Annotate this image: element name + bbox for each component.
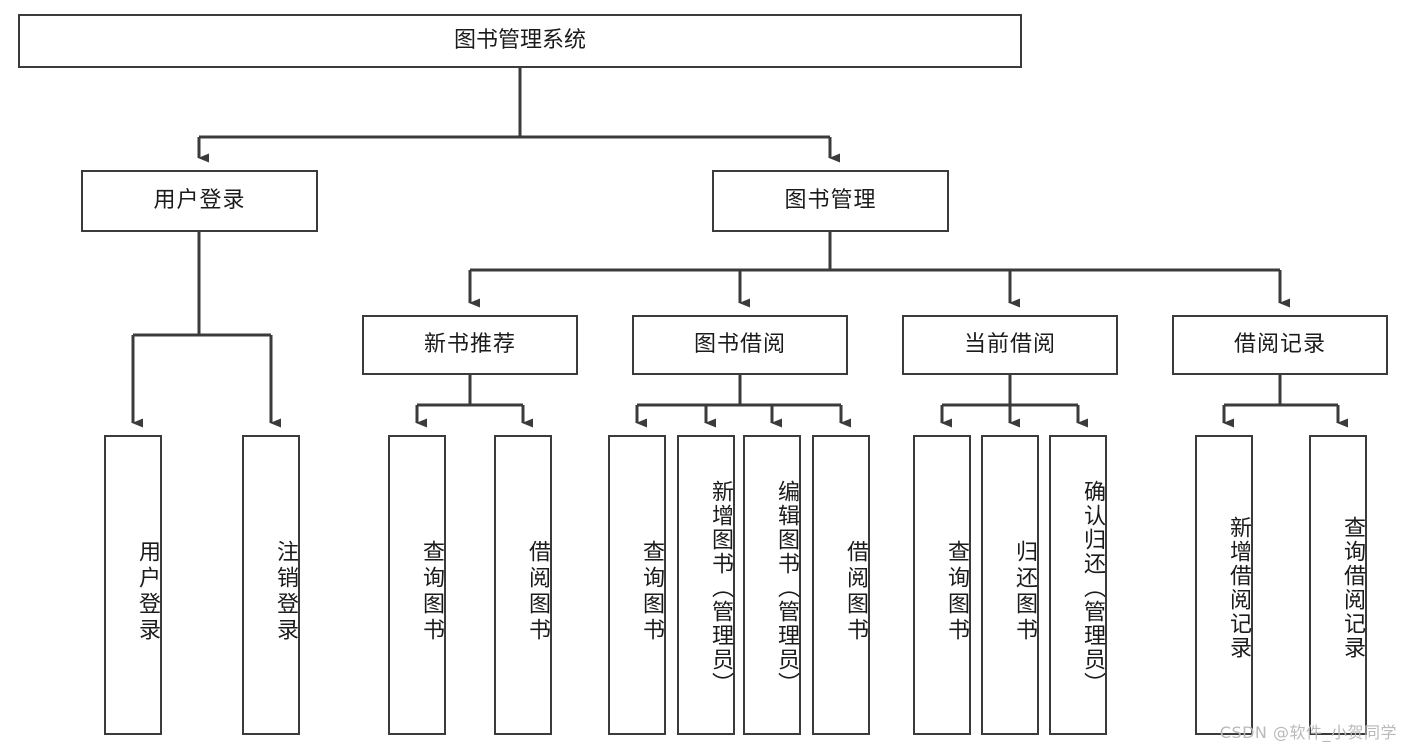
- leaf-return-book[interactable]: 归还图书: [981, 435, 1039, 735]
- node-label: 借阅图书: [843, 540, 868, 644]
- node-label: 查询图书: [639, 540, 664, 644]
- node-label: 图书管理系统: [453, 28, 586, 54]
- node-user-login[interactable]: 用户登录: [81, 170, 318, 232]
- node-current-borrow[interactable]: 当前借阅: [902, 315, 1118, 375]
- node-label: 归还图书: [1012, 540, 1037, 644]
- node-label: 编辑图书（管理员）: [774, 480, 799, 696]
- leaf-query-book-1[interactable]: 查询图书: [388, 435, 446, 735]
- node-label: 查询借阅记录: [1340, 516, 1365, 660]
- node-label: 注销登录: [273, 540, 298, 644]
- node-label: 新书推荐: [423, 332, 516, 358]
- leaf-user-logout[interactable]: 注销登录: [242, 435, 300, 735]
- leaf-add-book[interactable]: 新增图书（管理员）: [677, 435, 735, 735]
- node-label: 图书管理: [784, 188, 877, 214]
- node-borrow-record[interactable]: 借阅记录: [1172, 315, 1388, 375]
- node-label: 当前借阅: [963, 332, 1056, 358]
- leaf-user-login[interactable]: 用户登录: [104, 435, 162, 735]
- leaf-query-record[interactable]: 查询借阅记录: [1309, 435, 1367, 735]
- watermark-credit: CSDN @软件_小贺同学: [1219, 723, 1397, 742]
- leaf-edit-book[interactable]: 编辑图书（管理员）: [743, 435, 801, 735]
- node-book-borrow[interactable]: 图书借阅: [632, 315, 848, 375]
- node-root-system[interactable]: 图书管理系统: [18, 14, 1022, 68]
- node-label: 查询图书: [944, 540, 969, 644]
- leaf-borrow-book-1[interactable]: 借阅图书: [494, 435, 552, 735]
- node-label: 查询图书: [419, 540, 444, 644]
- node-book-manage[interactable]: 图书管理: [712, 170, 949, 232]
- leaf-borrow-book-2[interactable]: 借阅图书: [812, 435, 870, 735]
- node-new-book-rec[interactable]: 新书推荐: [362, 315, 578, 375]
- node-label: 图书借阅: [693, 332, 786, 358]
- leaf-add-record[interactable]: 新增借阅记录: [1195, 435, 1253, 735]
- node-label: 确认归还（管理员）: [1080, 480, 1105, 696]
- node-label: 用户登录: [135, 540, 160, 644]
- node-label: 用户登录: [153, 188, 246, 214]
- leaf-confirm-return[interactable]: 确认归还（管理员）: [1049, 435, 1107, 735]
- leaf-query-book-3[interactable]: 查询图书: [913, 435, 971, 735]
- node-label: 借阅记录: [1233, 332, 1326, 358]
- node-label: 新增借阅记录: [1226, 516, 1251, 660]
- leaf-query-book-2[interactable]: 查询图书: [608, 435, 666, 735]
- node-label: 借阅图书: [525, 540, 550, 644]
- node-label: 新增图书（管理员）: [708, 480, 733, 696]
